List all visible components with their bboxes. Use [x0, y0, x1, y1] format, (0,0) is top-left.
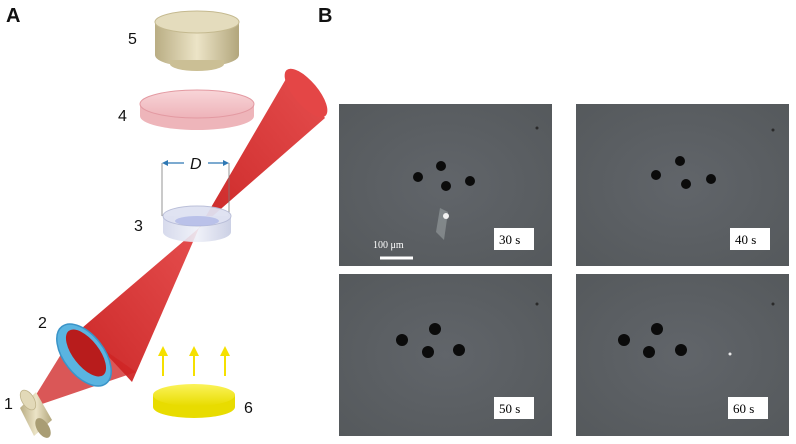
- component-label-6: 6: [244, 400, 253, 417]
- dimension-marker: [161, 160, 230, 216]
- micrograph-frame-30s: 100 μm 30 s: [339, 104, 552, 266]
- particle: [453, 344, 465, 356]
- particle: [429, 323, 441, 335]
- component-label-5: 5: [128, 31, 137, 48]
- particle: [643, 346, 655, 358]
- frame-time-label: 60 s: [733, 401, 754, 416]
- particle: [436, 161, 446, 171]
- panel-a-label: A: [6, 5, 20, 27]
- component-label-1: 1: [4, 396, 13, 413]
- dimension-label: D: [190, 156, 202, 173]
- glass-substrate: [162, 205, 232, 242]
- particle-group: [396, 323, 465, 358]
- particle: [675, 156, 685, 166]
- particle: [675, 344, 687, 356]
- particle-group: [651, 156, 716, 189]
- component-label-4: 4: [118, 108, 127, 125]
- panel-b-label: B: [318, 5, 332, 27]
- particle: [681, 179, 691, 189]
- laser-source: [19, 389, 52, 438]
- frame-time-label: 50 s: [499, 401, 520, 416]
- illumination-arrows: [158, 346, 230, 376]
- particle: [706, 174, 716, 184]
- frame-time-label: 30 s: [499, 232, 520, 247]
- particle-group: [413, 161, 475, 191]
- particle-group: [618, 323, 687, 358]
- particle: [441, 181, 451, 191]
- light-source: [153, 384, 235, 418]
- micrograph-frame-40s: 40 s: [576, 104, 789, 266]
- particle: [651, 170, 661, 180]
- condenser-cylinder: [154, 10, 240, 71]
- sample-disc: [139, 89, 255, 130]
- component-label-3: 3: [134, 218, 143, 235]
- particle: [422, 346, 434, 358]
- scale-bar-label: 100 μm: [373, 240, 404, 251]
- component-label-2: 2: [38, 315, 47, 332]
- particle: [618, 334, 630, 346]
- focusing-lens: [56, 323, 112, 387]
- particle: [396, 334, 408, 346]
- particle: [651, 323, 663, 335]
- micrograph-frame-50s: 50 s: [339, 274, 552, 436]
- particle: [413, 172, 423, 182]
- micrograph-frame-60s: 60 s: [576, 274, 789, 436]
- frame-time-label: 40 s: [735, 232, 756, 247]
- particle: [465, 176, 475, 186]
